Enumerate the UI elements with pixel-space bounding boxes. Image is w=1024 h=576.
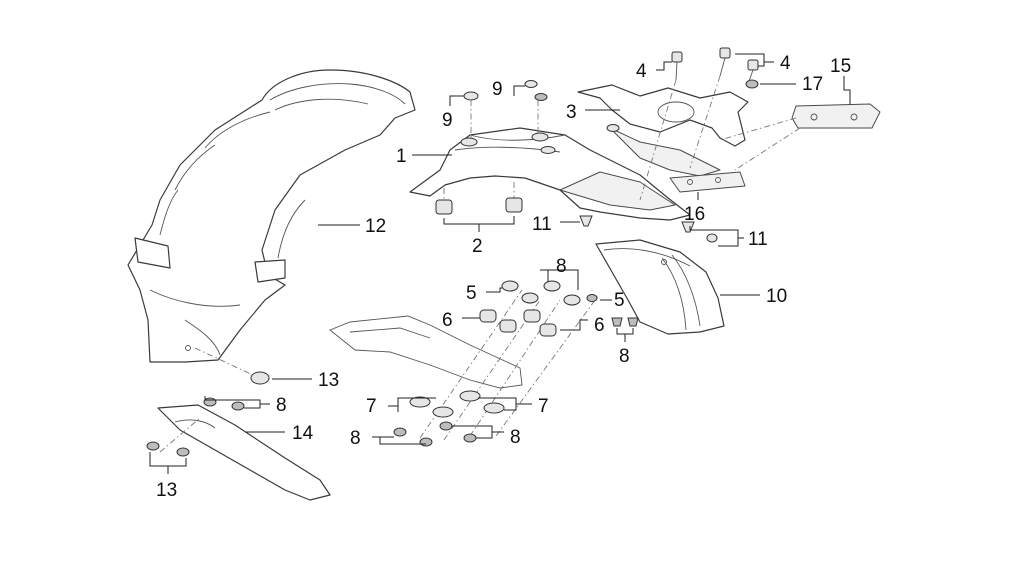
- part-3-plate-bracket: [577, 84, 749, 177]
- callout-7-left: 7: [366, 396, 377, 417]
- part-9-bolts: [463, 80, 548, 140]
- callout-4-right: 4: [780, 53, 791, 74]
- part-13-grommet-upper: [194, 347, 270, 385]
- part-17-nut: [745, 79, 759, 89]
- leader-4-left: [656, 61, 672, 71]
- callout-14: 14: [292, 423, 314, 444]
- callout-11-right: 11: [748, 229, 768, 250]
- callout-8-mid: 8: [556, 256, 567, 277]
- callout-6-left: 6: [442, 310, 453, 331]
- callout-7-right: 7: [538, 396, 549, 417]
- leader-8-hugger: [616, 328, 634, 335]
- leader-8-bottom-left: [372, 436, 426, 445]
- callout-6-right: 6: [594, 315, 605, 336]
- part-13-screws-lower: [146, 441, 190, 457]
- part-12-inner-fender: [127, 69, 416, 363]
- callout-8-flap: 8: [276, 395, 287, 416]
- callout-15: 15: [830, 56, 851, 77]
- leader-2: [443, 216, 515, 225]
- leader-7-left: [388, 397, 436, 407]
- leader-9-left: [449, 95, 464, 98]
- leader-15: [843, 76, 851, 104]
- leader-11-right: [689, 226, 739, 247]
- leader-9-right: [513, 85, 525, 90]
- part-2-rubber-mounts: [435, 182, 523, 215]
- callout-8-bottom-right: 8: [510, 427, 521, 448]
- callout-16: 16: [684, 204, 705, 225]
- part-16-bracket: [669, 171, 746, 193]
- callout-3: 3: [566, 102, 577, 123]
- callout-8-bottom-left: 8: [350, 428, 361, 449]
- callout-17: 17: [802, 74, 823, 95]
- callout-12: 12: [365, 216, 386, 237]
- callout-2: 2: [472, 236, 483, 257]
- part-15-plate: [719, 103, 881, 171]
- callout-13-lower: 13: [156, 480, 177, 501]
- callout-4-left: 4: [636, 61, 647, 82]
- callout-5-right: 5: [614, 290, 625, 311]
- part-10-hugger: [595, 239, 725, 335]
- callout-11-left: 11: [532, 214, 552, 235]
- leader-6-right: [560, 319, 588, 331]
- leader-8-flap: [204, 396, 261, 409]
- callout-9-right: 9: [492, 79, 503, 100]
- callout-13-upper: 13: [318, 370, 339, 391]
- callout-9-left: 9: [442, 110, 453, 131]
- callout-1: 1: [396, 146, 407, 167]
- leader-5-left: [486, 287, 502, 293]
- leader-4-right: [735, 53, 765, 67]
- callout-5-left: 5: [466, 283, 477, 304]
- centre-hardware: [393, 280, 599, 447]
- callout-8-hugger: 8: [619, 346, 630, 367]
- lower-bracket-outline: [329, 315, 523, 389]
- part-8-nuts-hugger: [611, 317, 639, 327]
- leader-8-mid: [540, 269, 579, 290]
- part-1-rear-tray: [409, 127, 691, 221]
- callout-10: 10: [766, 286, 787, 307]
- part-14-mud-flap: [157, 404, 331, 501]
